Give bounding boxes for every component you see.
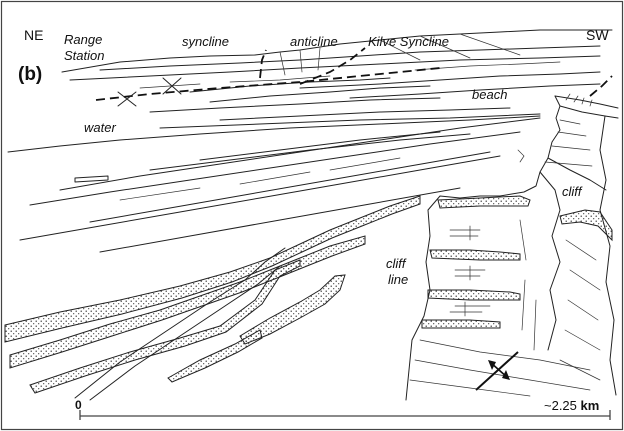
range-station-label-line1: Range (64, 32, 102, 47)
sw-fault-line (590, 76, 612, 96)
scale-start-label: 0 (75, 398, 82, 412)
orientation-arrow-icon (476, 352, 518, 390)
water-label: water (84, 120, 116, 135)
ne-direction-label: NE (24, 27, 43, 43)
cliff-line-label-line2: line (388, 272, 408, 287)
scale-bar (80, 410, 610, 420)
water-marker-icon (118, 92, 136, 106)
syncline-label: syncline (182, 34, 229, 49)
anticline-label: anticline (290, 34, 338, 49)
scale-end-label: ~2.25 km (544, 398, 599, 413)
syncline-axis-line (96, 68, 440, 100)
kilve-syncline-label: Kilve Syncline (368, 34, 449, 49)
midground-strata (20, 118, 540, 252)
cliff-face (406, 94, 618, 400)
range-station-label-line2: Station (64, 48, 104, 63)
sw-direction-label: SW (586, 27, 609, 43)
cliff-line-label-line1: cliff (386, 256, 407, 271)
panel-label: (b) (18, 64, 42, 85)
beach-label: beach (472, 87, 507, 102)
cliff-label: cliff (562, 184, 583, 199)
distant-strata (8, 62, 600, 152)
foreground-beds (5, 196, 420, 400)
